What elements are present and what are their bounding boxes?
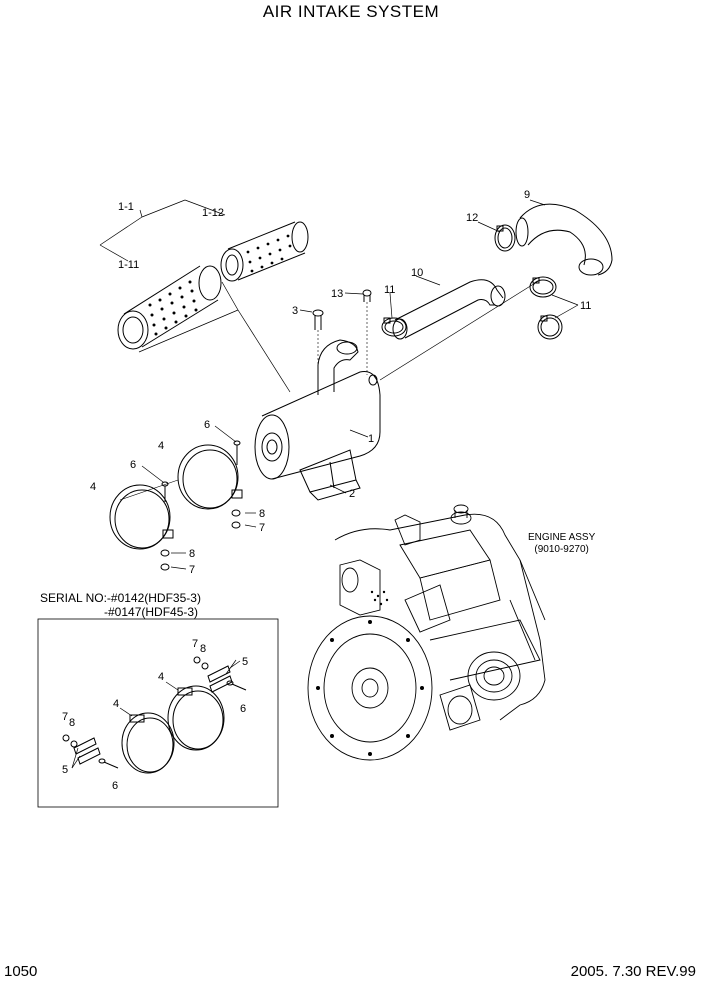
inset-callout-7-left: 7 bbox=[62, 711, 68, 723]
inset-callout-8-left: 8 bbox=[69, 717, 75, 729]
callout-1-11: 1-11 bbox=[118, 259, 139, 271]
callout-10: 10 bbox=[411, 267, 423, 279]
page-title: AIR INTAKE SYSTEM bbox=[262, 2, 440, 21]
band-bolt-lower bbox=[161, 481, 169, 502]
inset-bolt-lower bbox=[98, 758, 119, 769]
bolt-13 bbox=[362, 289, 372, 375]
callout-4-upper: 4 bbox=[158, 440, 164, 452]
page-number: 1050 bbox=[4, 963, 38, 980]
serial-inset-box bbox=[37, 618, 279, 808]
callout-13: 13 bbox=[331, 288, 343, 300]
inset-callout-6-left: 6 bbox=[112, 780, 118, 792]
band-bolt-upper bbox=[233, 440, 241, 465]
inset-callout-5-right: 5 bbox=[242, 656, 248, 668]
inset-band-lower bbox=[121, 712, 175, 774]
inset-plates-right bbox=[207, 665, 233, 693]
engine-assy-code: (9010-9270) bbox=[534, 544, 589, 555]
intake-hose bbox=[392, 279, 506, 340]
air-cleaner-body bbox=[254, 279, 541, 480]
inset-callout-8-right: 8 bbox=[200, 643, 206, 655]
inset-band-upper bbox=[167, 685, 225, 751]
mounting-band-upper bbox=[119, 444, 243, 510]
callout-11-right: 11 bbox=[580, 300, 591, 312]
callout-1: 1 bbox=[368, 433, 374, 445]
inset-callout-7-right: 7 bbox=[192, 638, 198, 650]
callout-3: 3 bbox=[292, 305, 298, 317]
mounting-bracket bbox=[299, 449, 361, 501]
hose-clamp-11c bbox=[537, 314, 563, 340]
nut-upper bbox=[231, 521, 241, 529]
callout-6-upper: 6 bbox=[204, 419, 210, 431]
filter-group-bracket bbox=[99, 199, 291, 393]
engine-assy-name: ENGINE ASSY bbox=[528, 532, 596, 543]
hose-clamp-12 bbox=[494, 224, 516, 252]
callout-6-lower: 6 bbox=[130, 459, 136, 471]
hose-clamp-11a bbox=[381, 317, 407, 337]
callout-9: 9 bbox=[524, 189, 530, 201]
callout-12: 12 bbox=[466, 212, 478, 224]
inset-nuts-left bbox=[62, 734, 78, 748]
washer-upper bbox=[231, 509, 241, 517]
inset-bolt-upper bbox=[226, 680, 247, 691]
callout-7-lower: 7 bbox=[189, 564, 195, 576]
revision-date: 2005. 7.30 REV.99 bbox=[570, 963, 696, 980]
callout-leaders bbox=[139, 199, 579, 570]
engine-assembly bbox=[307, 504, 546, 761]
serial-note: SERIAL NO:-#0142(HDF35-3)-#0147(HDF45-3) bbox=[40, 591, 201, 619]
engine-assy-label: ENGINE ASSY (9010-9270) bbox=[528, 532, 595, 556]
inner-filter-element bbox=[220, 221, 309, 282]
inset-nuts-right bbox=[193, 656, 209, 670]
hose-clamp-11b bbox=[529, 276, 557, 298]
callout-11-left: 11 bbox=[384, 284, 395, 296]
washer-lower bbox=[160, 549, 170, 557]
callout-1-12: 1-12 bbox=[202, 207, 224, 219]
nut-lower bbox=[160, 563, 170, 571]
serial-note-line1: SERIAL NO:-#0142(HDF35-3) bbox=[40, 591, 201, 605]
outer-filter-element bbox=[117, 265, 222, 350]
inset-leaders bbox=[71, 659, 241, 769]
callout-labels: 1-1 1-12 1-11 9 12 10 11 11 13 3 1 2 6 4… bbox=[62, 189, 591, 792]
inset-callout-4-lower: 4 bbox=[113, 698, 119, 710]
callout-8-lower: 8 bbox=[189, 548, 195, 560]
serial-note-line2: -#0147(HDF45-3) bbox=[104, 605, 199, 619]
callout-2: 2 bbox=[349, 488, 355, 500]
mounting-band-lower bbox=[109, 484, 174, 550]
inset-callout-6-right: 6 bbox=[240, 703, 246, 715]
callout-4-lower: 4 bbox=[90, 481, 96, 493]
elbow-hose bbox=[515, 203, 613, 276]
callout-7-upper: 7 bbox=[259, 522, 265, 534]
callout-8-upper: 8 bbox=[259, 508, 265, 520]
inset-callout-5-left: 5 bbox=[62, 764, 68, 776]
inset-plates-left bbox=[73, 737, 101, 765]
bolt-3 bbox=[312, 309, 324, 395]
inset-callout-4-upper: 4 bbox=[158, 671, 164, 683]
callout-1-1: 1-1 bbox=[118, 201, 134, 213]
